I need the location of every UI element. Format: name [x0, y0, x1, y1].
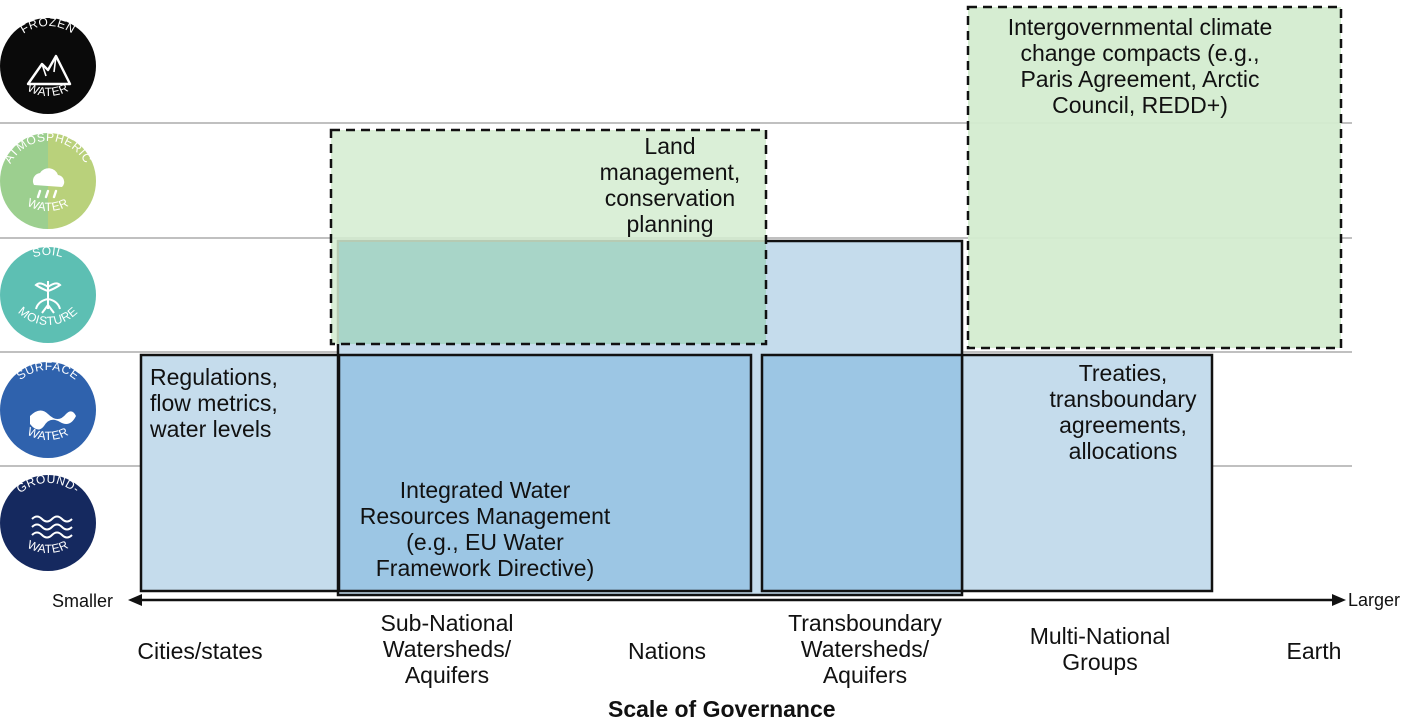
axis-title: Scale of Governance	[608, 696, 836, 722]
treaties-label: Treaties, transboundary agreements, allo…	[1049, 360, 1197, 464]
iwrm-transboundary-box	[760, 353, 964, 593]
intergovernmental-region	[966, 5, 1343, 350]
category-multi-national: Multi-National Groups	[1029, 623, 1171, 675]
regulations-label: Regulations, flow metrics, water levels	[150, 364, 278, 442]
water-type-bottom-label: WATER	[25, 80, 70, 99]
axis-arrow-right	[1332, 594, 1346, 606]
water-type-top-label: FROZEN	[18, 15, 78, 37]
iwrm-subnational-box	[337, 353, 753, 593]
intergovernmental-label: Intergovernmental climate change compact…	[1007, 14, 1273, 118]
iwrm-label: Integrated Water Resources Management (e…	[359, 477, 611, 581]
overlap-region	[339, 242, 766, 344]
water-type-circle	[0, 18, 96, 114]
water-type-bottom-label: WATER	[25, 424, 70, 443]
axis-larger-label: Larger	[1348, 590, 1401, 610]
water-type-bottom-label: WATER	[25, 537, 70, 556]
water-type-bottom-label: WATER	[25, 195, 70, 214]
frozen-water-badge: FROZEN WATER	[0, 15, 96, 114]
water-type-circle	[0, 475, 96, 571]
plant-roots-icon	[34, 281, 62, 314]
water-type-top-label: SOIL	[31, 244, 65, 260]
land-management-label: Land management, conservation planning	[599, 133, 741, 237]
category-earth: Earth	[1286, 638, 1342, 664]
category-sub-national: Sub-National Watersheds/ Aquifers	[380, 610, 514, 688]
water-type-circle	[0, 362, 96, 458]
land-management-border	[329, 128, 768, 346]
waves-icon	[31, 515, 73, 539]
axis-smaller-label: Smaller	[52, 591, 114, 611]
groundwater-badge: GROUND-WATER	[0, 472, 96, 571]
axis-arrow-left	[128, 594, 142, 606]
river-icon	[30, 410, 76, 430]
cloud-rain-icon	[32, 168, 65, 199]
category-cities-states: Cities/states	[137, 638, 263, 664]
mountain-icon	[26, 54, 72, 86]
category-nations: Nations	[628, 638, 706, 664]
category-transboundary: Transboundary Watersheds/ Aquifers	[788, 610, 942, 688]
